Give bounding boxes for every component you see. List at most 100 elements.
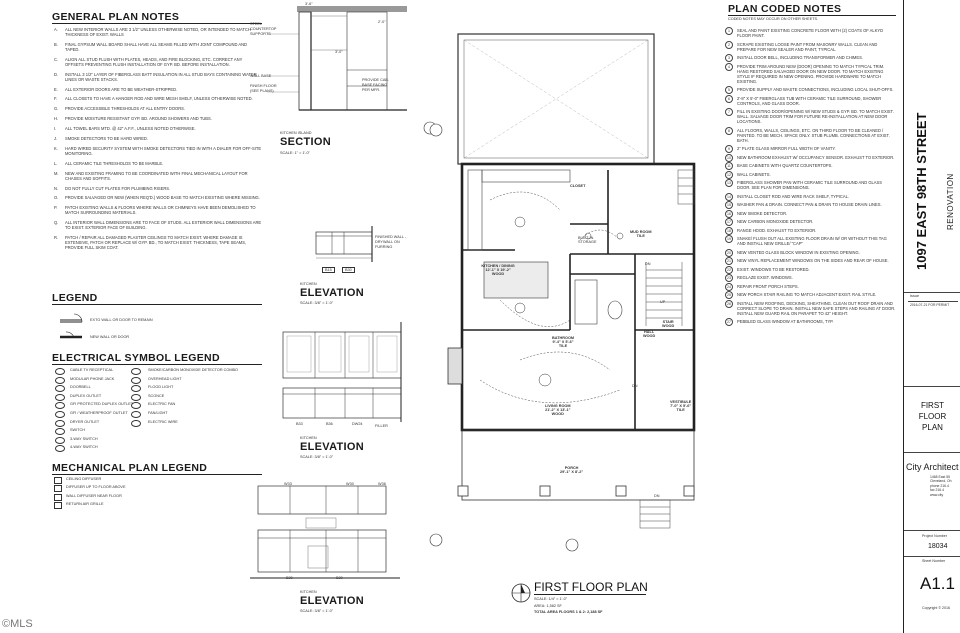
firm-address-line: fax 216.4 [930, 488, 944, 493]
diffuser-icon [54, 493, 62, 501]
electrical-symbol-icon [131, 368, 141, 375]
general-note-item: R.PATCH / REPAIR ALL DAMAGED PLASTER CEI… [54, 235, 247, 251]
mls-watermark: ©MLS [2, 618, 33, 630]
title-underline [52, 304, 262, 306]
legend-item-new: NEW WALL OR DOOR [90, 335, 130, 339]
section-drawing [267, 6, 437, 135]
mechanical-legend-item: CEILING DIFFUSER [52, 477, 252, 485]
section-dim: 3'-6" [305, 2, 313, 6]
elevation-2-caption: KITCHEN [300, 436, 317, 440]
title-underline [52, 364, 262, 366]
electrical-legend-item: MODULAR PHONE JACK [52, 376, 152, 386]
electrical-symbol-icon [131, 410, 141, 418]
room-label-closet: CLOSET [570, 184, 586, 188]
electrical-legend-item: FLOOD LIGHT [128, 385, 228, 394]
elevation-3-tag: W33 [284, 482, 292, 486]
electrical-symbol-icon [131, 385, 141, 393]
elevation-1-drawing [315, 226, 373, 262]
section-title: SECTION [280, 136, 331, 148]
general-note-item: Q.ALL INTERIOR WALL DIMENSIONS ARE TO FA… [54, 220, 262, 231]
sheet-title: FIRST FLOOR PLAN [918, 401, 947, 432]
legend-title: LEGEND [52, 292, 98, 304]
electrical-legend-item: DUPLEX OUTLET [52, 393, 152, 403]
section-label-cab-base: PROVIDE CAB. BASE FACING PER MFR. [362, 78, 390, 92]
electrical-symbol-icon [55, 368, 65, 375]
electrical-legend-item: SMOKE/CARBON MONOXIDE DETECTOR COMBO [128, 368, 238, 377]
electrical-legend-item: SWITCH [52, 428, 152, 437]
issue-value: 2016-07-21 FOR PERMIT [910, 303, 950, 307]
electrical-symbol-icon [55, 436, 65, 444]
electrical-legend-item: FAN/LIGHT [128, 410, 228, 420]
elevation-1-scale: SCALE: 3/8" = 1'-0" [300, 301, 334, 305]
electrical-legend-item: DRYER OUTLET [52, 419, 152, 429]
elevation-3-caption: KITCHEN [300, 590, 317, 594]
electrical-legend-item: SCONCE [128, 393, 228, 403]
electrical-legend-item: GFI / WEATHERPROOF OUTLET [52, 410, 152, 420]
electrical-legend-item: DOORBELL [52, 385, 152, 394]
plan-total-area: TOTAL AREA FLOORS 1 & 2: 2,188 SF [534, 610, 603, 614]
elevation-3-tag: B30 [286, 576, 293, 580]
elevation-2-title: ELEVATION [300, 441, 365, 453]
electrical-symbol-icon [55, 376, 65, 384]
section-scale: SCALE: 1" = 1'-0" [280, 151, 310, 155]
electrical-symbol-icon [55, 402, 65, 410]
elevation-3-drawing [250, 485, 400, 579]
title-underline [52, 23, 262, 25]
issue-label: Issue [910, 294, 920, 298]
electrical-symbol-icon [131, 419, 141, 427]
mechanical-legend-title: MECHANICAL PLAN LEGEND [52, 462, 208, 474]
plan-label-storage: BUILT-IN STORAGE [578, 236, 597, 244]
general-note-item: H.PROVIDE MOISTURE RESISTANT GYP. BD. AR… [54, 116, 212, 122]
project-number-label: Project Number [922, 534, 947, 538]
electrical-legend-item: GFI PROTECTED DUPLEX OUTLET [52, 402, 152, 411]
elevation-1-title: ELEVATION [300, 287, 365, 299]
plan-label-up: UP [660, 300, 666, 304]
electrical-symbol-icon [131, 393, 141, 401]
plan-scale: SCALE: 1/4" = 1'-0" [534, 597, 568, 601]
project-number: 18034 [928, 543, 948, 550]
elevation-3-tag: W30 [346, 482, 354, 486]
general-note-item: J.SMOKE DETECTORS TO BE HARD WIRED. [54, 136, 149, 142]
general-note-item: E.ALL EXTERIOR DOORS ARE TO BE WEATHER-S… [54, 86, 178, 92]
legend-symbols [60, 313, 83, 339]
general-plan-notes-title: GENERAL PLAN NOTES [52, 11, 180, 23]
general-note-item: O.PROVIDE SALVAGED OR NEW (WHEN REQ'D.) … [54, 195, 260, 201]
general-note-item: F.ALL CLOSETS TO HAVE A HANGER ROD AND W… [54, 96, 253, 102]
mechanical-legend-item: RETURN AIR GRILLE [52, 502, 252, 510]
plan-area: AREA: 1,582 SF [534, 604, 562, 608]
first-floor-plan-drawing [429, 33, 696, 552]
electrical-legend-item: CABLE TV RECEPTICAL [52, 368, 152, 377]
electrical-symbol-icon [55, 445, 65, 453]
general-note-item: B.FINAL GYPSUM WALL BOARD SHALL HAVE ALL… [54, 41, 247, 52]
legend-item-existing: EXTG WALL OR DOOR TO REMAIN [90, 318, 153, 322]
electrical-symbol-icon [131, 402, 141, 410]
electrical-symbol-icon [55, 393, 65, 401]
elevation-1-tag: B15 [322, 267, 335, 273]
title-underline [534, 594, 646, 595]
diffuser-icon [54, 485, 62, 493]
